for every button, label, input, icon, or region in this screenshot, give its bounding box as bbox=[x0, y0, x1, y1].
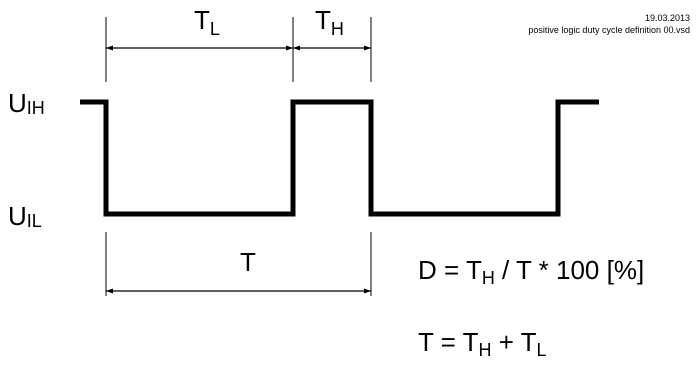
date-label: 19.03.2013 bbox=[645, 13, 690, 23]
t-low-label: TL bbox=[194, 5, 220, 39]
dimension-arrows bbox=[106, 45, 371, 294]
period-label: T bbox=[240, 247, 256, 277]
extension-lines bbox=[105, 17, 372, 296]
square-wave-signal bbox=[80, 99, 599, 217]
high-level-label: UIH bbox=[8, 88, 45, 118]
t-high-label: TH bbox=[315, 5, 344, 39]
low-level-label: UIL bbox=[8, 201, 42, 231]
period-formula: T = TH + TL bbox=[418, 327, 547, 360]
filename-label: positive logic duty cycle definition 00.… bbox=[528, 25, 690, 35]
duty-cycle-formula: D = TH / T * 100 [%] bbox=[418, 255, 644, 288]
